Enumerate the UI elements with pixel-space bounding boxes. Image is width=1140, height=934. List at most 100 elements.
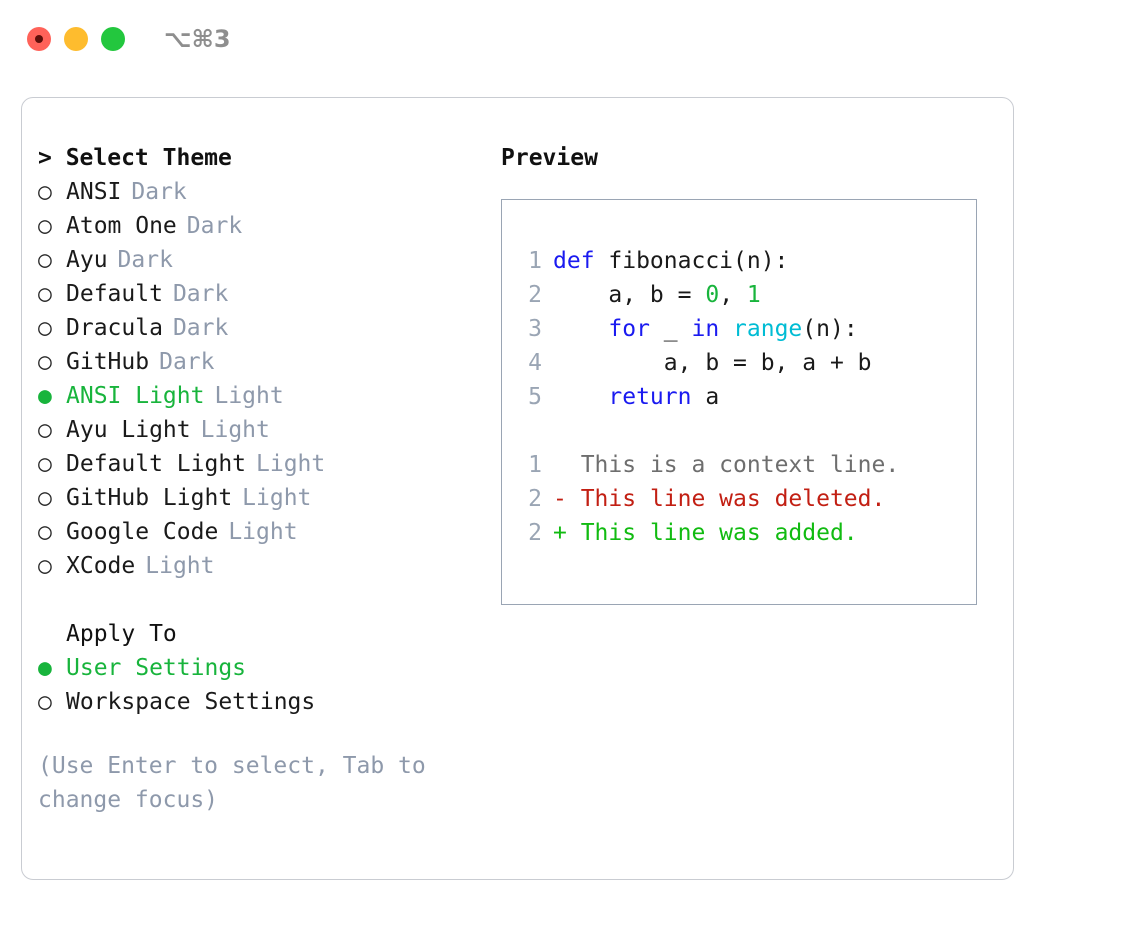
- code-token: 0: [705, 282, 720, 308]
- preview-title: Preview: [501, 145, 598, 171]
- code-token: range: [733, 316, 803, 342]
- diff-marker: +: [553, 520, 581, 546]
- theme-name-label: Ayu Light: [66, 417, 191, 443]
- line-number: 4: [528, 350, 542, 376]
- code-token: def: [553, 248, 609, 274]
- radio-unselected-icon[interactable]: ○: [38, 213, 52, 239]
- code-token: return: [608, 384, 692, 410]
- theme-name-label: Default: [66, 281, 163, 307]
- theme-list-item[interactable]: ○ Default Dark: [38, 277, 478, 311]
- code-diff-spacer: [520, 414, 976, 448]
- theme-name-label: Dracula: [66, 315, 163, 341]
- theme-name-label: GitHub Light: [66, 485, 233, 511]
- radio-unselected-icon[interactable]: ○: [38, 247, 52, 273]
- diff-line: 1 This is a context line.: [520, 448, 976, 482]
- radio-unselected-icon[interactable]: ○: [38, 553, 52, 579]
- radio-unselected-icon[interactable]: ○: [38, 485, 52, 511]
- window-controls: [27, 27, 125, 51]
- line-number: 2: [528, 282, 542, 308]
- line-number: 5: [528, 384, 542, 410]
- code-token: a, b =: [553, 282, 706, 308]
- radio-unselected-icon[interactable]: ○: [38, 689, 52, 715]
- radio-unselected-icon[interactable]: ○: [38, 179, 52, 205]
- theme-name-label: XCode: [66, 553, 136, 579]
- line-number: 3: [528, 316, 542, 342]
- theme-name-label: ANSI Light: [66, 383, 205, 409]
- line-number: 1: [528, 248, 542, 274]
- theme-name-label: Google Code: [66, 519, 219, 545]
- theme-kind-label: Dark: [131, 179, 187, 205]
- apply-to-item[interactable]: ○Workspace Settings: [38, 685, 478, 719]
- theme-kind-label: Light: [145, 553, 215, 579]
- theme-list-item[interactable]: ○ GitHub Light Light: [38, 481, 478, 515]
- maximize-window-button[interactable]: [101, 27, 125, 51]
- minimize-window-button[interactable]: [64, 27, 88, 51]
- code-token: a, b = b, a + b: [553, 350, 872, 376]
- theme-list-item[interactable]: ○ XCode Light: [38, 549, 478, 583]
- theme-kind-label: Light: [242, 485, 312, 511]
- code-token: in: [691, 316, 720, 342]
- radio-unselected-icon[interactable]: ○: [38, 315, 52, 341]
- close-window-button[interactable]: [27, 27, 51, 51]
- code-line: 5 return a: [520, 380, 976, 414]
- apply-to-label: User Settings: [66, 655, 247, 681]
- theme-list-item[interactable]: ○ Ayu Light Light: [38, 413, 478, 447]
- theme-name-label: Default Light: [66, 451, 247, 477]
- theme-list-item[interactable]: ○ Google Code Light: [38, 515, 478, 549]
- apply-to-list: ● User Settings ○Workspace Settings: [38, 651, 478, 719]
- code-token: for: [608, 316, 650, 342]
- radio-unselected-icon[interactable]: ○: [38, 519, 52, 545]
- close-icon: [35, 35, 43, 43]
- radio-unselected-icon[interactable]: ○: [38, 281, 52, 307]
- code-line: 3 for _ in range(n):: [520, 312, 976, 346]
- code-token: ,: [719, 282, 747, 308]
- theme-list-item[interactable]: ○ GitHub Dark: [38, 345, 478, 379]
- code-line: 2 a, b = 0, 1: [520, 278, 976, 312]
- apply-to-header: Apply To: [66, 621, 177, 647]
- code-token: [719, 316, 733, 342]
- code-token: _: [649, 316, 692, 342]
- line-number: 2: [528, 520, 542, 546]
- theme-kind-label: Light: [214, 383, 284, 409]
- radio-unselected-icon[interactable]: ○: [38, 349, 52, 375]
- diff-text: This line was deleted.: [580, 486, 886, 512]
- line-number: 2: [528, 486, 542, 512]
- theme-kind-label: Dark: [186, 213, 243, 239]
- code-token: a: [691, 384, 720, 410]
- diff-line: 2- This line was deleted.: [520, 482, 976, 516]
- theme-kind-label: Light: [200, 417, 270, 443]
- code-line: 4 a, b = b, a + b: [520, 346, 976, 380]
- theme-kind-label: Dark: [117, 247, 173, 273]
- apply-to-item[interactable]: ● User Settings: [38, 651, 478, 685]
- line-number: 1: [528, 452, 542, 478]
- theme-list-item[interactable]: ● ANSI Light Light: [38, 379, 478, 413]
- radio-unselected-icon[interactable]: ○: [38, 451, 52, 477]
- diff-text: This line was added.: [580, 520, 858, 546]
- diff-marker: [553, 452, 581, 478]
- theme-list-item[interactable]: ○ Dracula Dark: [38, 311, 478, 345]
- section-spacer: [38, 583, 478, 617]
- theme-kind-label: Dark: [159, 349, 215, 375]
- diff-line: 2 + This line was added.: [520, 516, 976, 550]
- radio-unselected-icon[interactable]: ○: [38, 417, 52, 443]
- select-theme-header: > Select Theme: [38, 145, 232, 171]
- theme-kind-label: Dark: [172, 315, 229, 341]
- keyboard-hint-text: (Use Enter to select, Tab to change focu…: [38, 753, 426, 813]
- theme-kind-label: Dark: [172, 281, 229, 307]
- radio-selected-icon[interactable]: ●: [38, 383, 52, 409]
- theme-name-label: GitHub: [66, 349, 150, 375]
- radio-selected-icon[interactable]: ●: [38, 655, 52, 681]
- diff-marker: -: [553, 486, 581, 512]
- theme-kind-label: Light: [228, 519, 298, 545]
- code-token: 1: [746, 282, 761, 308]
- keyboard-shortcut-label: ⌥⌘3: [164, 25, 231, 53]
